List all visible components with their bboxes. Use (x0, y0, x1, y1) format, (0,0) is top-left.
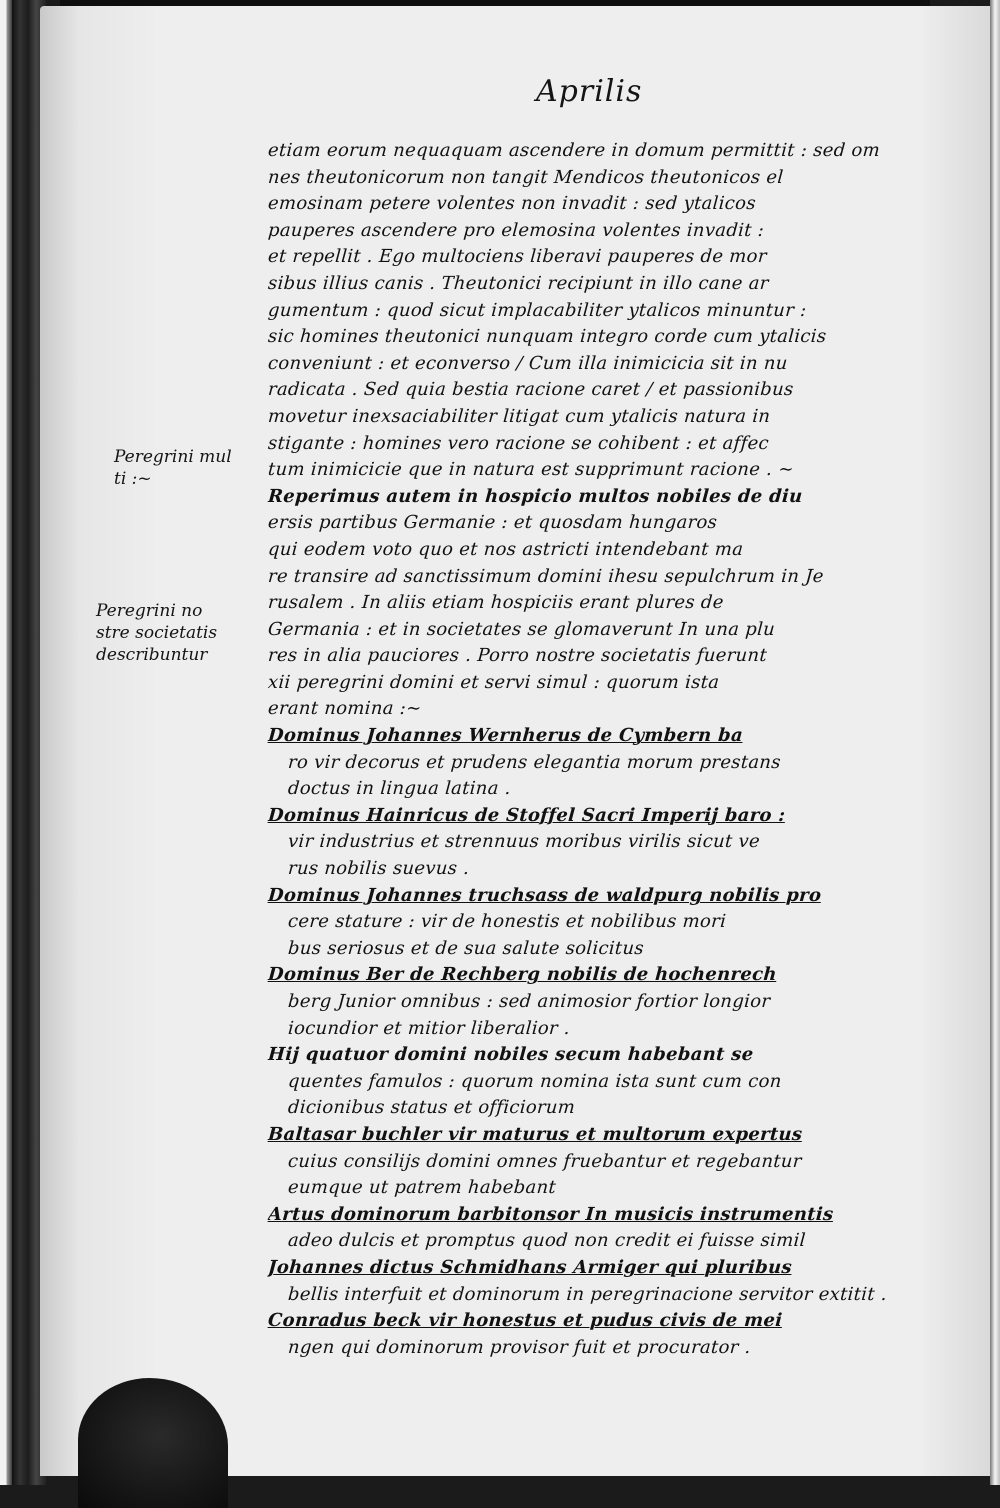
text-line: eumque ut patrem habebant (287, 1177, 557, 1199)
text-line: res in alia pauciores . Porro nostre soc… (267, 645, 768, 667)
text-line: sic homines theutonici nunquam integro c… (267, 326, 828, 348)
text-line: quentes famulos : quorum nomina ista sun… (287, 1070, 783, 1092)
text-line: dicionibus status et officiorum (287, 1097, 576, 1119)
text-line: etiam eorum nequaquam ascendere in domum… (267, 140, 881, 161)
text-line: xii peregrini domini et servi simul : qu… (267, 671, 721, 693)
text-line: Germania : et in societates se glomaveru… (267, 618, 776, 640)
text-line-entry: Artus dominorum barbitonsor In musicis i… (267, 1203, 835, 1225)
text-line-entry: Dominus Hainricus de Stoffel Sacri Imper… (267, 804, 787, 826)
text-line: pauperes ascendere pro elemosina volente… (267, 219, 765, 241)
running-head: Aprilis (536, 74, 643, 109)
margin-note-line: describuntur (96, 645, 208, 665)
text-line: conveniunt : et econverso / Cum illa ini… (267, 352, 789, 374)
text-line: emosinam petere volentes non invadit : s… (267, 193, 757, 215)
text-line: radicata . Sed quia bestia racione caret… (267, 379, 795, 401)
holding-thumb (78, 1378, 228, 1508)
text-line: re transire ad sanctissimum domini ihesu… (267, 565, 825, 587)
text-line-entry: Baltasar buchler vir maturus et multorum… (267, 1123, 804, 1145)
text-line: iocundior et mitior liberalior . (287, 1017, 571, 1039)
text-line: bellis interfuit et dominorum in peregri… (287, 1283, 888, 1305)
text-line: rus nobilis suevus . (287, 858, 471, 880)
text-line: adeo dulcis et promptus quod non credit … (287, 1230, 807, 1252)
margin-note-line: stre societatis (96, 623, 218, 643)
text-line-paragraph-start: Hij quatuor domini nobiles secum habeban… (267, 1044, 755, 1066)
book-spine-edge (0, 0, 12, 1485)
text-line-entry: Johannes dictus Schmidhans Armiger qui p… (267, 1256, 793, 1278)
page-top-shadow (60, 0, 930, 6)
text-line: ersis partibus Germanie : et quosdam hun… (267, 512, 718, 534)
margin-note-peregrini-societatis: Peregrini no stre societatis describuntu… (96, 600, 217, 666)
text-line: movetur inexsaciabiliter litigat cum yta… (267, 405, 772, 427)
margin-note-line: Peregrini mul (114, 447, 232, 467)
text-line: ro vir decorus et prudens elegantia moru… (287, 751, 782, 773)
margin-note-line: Peregrini no (96, 601, 203, 621)
text-line: nes theutonicorum non tangit Mendicos th… (267, 166, 785, 188)
text-line-entry: Dominus Johannes truchsass de waldpurg n… (267, 884, 822, 906)
text-line-entry: Dominus Johannes Wernherus de Cymbern ba (267, 725, 744, 747)
text-line: erant nomina :~ (267, 698, 423, 720)
text-line: sibus illius canis . Theutonici recipiun… (267, 272, 770, 294)
text-line: tum inimicicie que in natura est supprim… (267, 459, 795, 481)
text-line: cuius consilijs domini omnes fruebantur … (287, 1150, 803, 1172)
main-text-block: etiam eorum nequaquam ascendere in domum… (267, 138, 918, 1361)
text-line: rusalem . In aliis etiam hospiciis erant… (267, 592, 725, 614)
text-line: vir industrius et strennuus moribus viri… (287, 831, 761, 853)
text-line: ngen qui dominorum provisor fuit et proc… (287, 1336, 752, 1358)
text-line: berg Junior omnibus : sed animosior fort… (287, 991, 771, 1012)
text-line: cere stature : vir de honestis et nobili… (287, 911, 727, 933)
text-line: et repellit . Ego multociens liberavi pa… (267, 246, 768, 268)
manuscript-page (40, 6, 992, 1476)
text-line: bus seriosus et de sua salute solicitus (287, 937, 645, 959)
text-line-entry: Conradus beck vir honestus et pudus civi… (267, 1310, 784, 1332)
margin-note-line: ti :~ (114, 469, 152, 489)
page-fore-edge (990, 0, 1000, 1485)
text-line: gumentum : quod sicut implacabiliter yta… (267, 299, 808, 321)
text-line-paragraph-start: Reperimus autem in hospicio multos nobil… (267, 485, 804, 507)
text-line: doctus in lingua latina . (287, 778, 512, 800)
text-line: stigante : homines vero racione se cohib… (267, 432, 770, 454)
text-line-entry: Dominus Ber de Rechberg nobilis de hoche… (267, 964, 778, 986)
text-line: qui eodem voto quo et nos astricti inten… (267, 538, 744, 560)
margin-note-peregrini-multi: Peregrini mul ti :~ (114, 446, 232, 490)
